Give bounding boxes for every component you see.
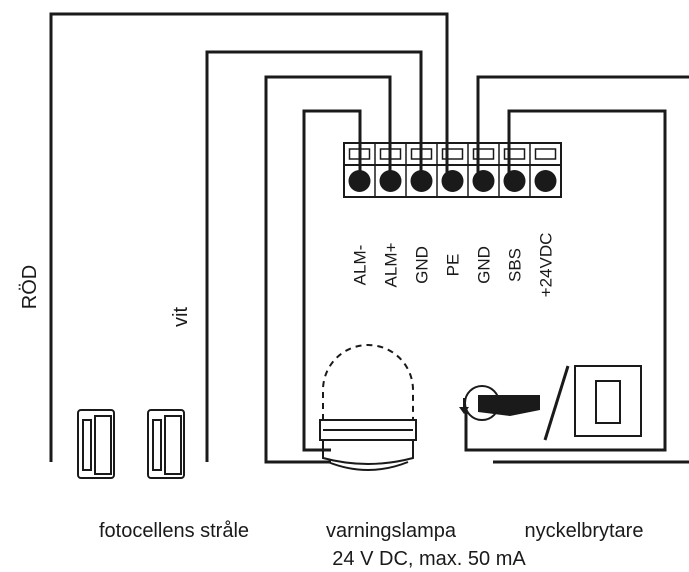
terminal-screw (379, 170, 402, 192)
terminal-label: PE (444, 254, 463, 277)
wire-lamp-inner (302, 109, 362, 452)
terminal-slot (534, 148, 557, 160)
terminal-screw (472, 170, 495, 192)
label-white: vit (170, 307, 192, 327)
terminal-block-icon (343, 142, 562, 198)
label-red: RÖD (19, 265, 41, 309)
caption-photocell: fotocellens stråle (99, 520, 249, 542)
terminal-slot (410, 148, 433, 160)
caption-warning-lamp: varningslampa (326, 520, 457, 542)
terminal-label: +24VDC (537, 233, 556, 298)
terminal-labels: ALM- ALM+ GND PE GND SBS +24VDC (351, 233, 556, 298)
terminal-slot (472, 148, 495, 160)
terminal-label: GND (413, 246, 432, 284)
terminal-screw (534, 170, 557, 192)
caption-key-switch: nyckelbrytare (525, 520, 644, 542)
wire-red (49, 12, 449, 462)
warning-lamp-icon (319, 344, 417, 471)
wire-white (205, 50, 423, 462)
terminal-label: GND (475, 246, 494, 284)
caption-lamp-spec: 24 V DC, max. 50 mA (332, 548, 526, 570)
terminal-label: SBS (506, 248, 525, 282)
wire-lamp-outer (264, 75, 392, 464)
terminal-slot (348, 148, 371, 160)
terminal-screw (410, 170, 433, 192)
terminal-slot (503, 148, 526, 160)
photocell-icon (77, 409, 185, 479)
wire-sbs (464, 109, 667, 452)
terminal-slot (379, 148, 402, 160)
terminal-label: ALM+ (382, 242, 401, 287)
terminal-screw (441, 170, 464, 192)
terminal-slot (441, 148, 464, 160)
terminal-screw (503, 170, 526, 192)
key-switch-icon (459, 365, 642, 441)
terminal-label: ALM- (351, 245, 370, 286)
terminal-screw (348, 170, 371, 192)
